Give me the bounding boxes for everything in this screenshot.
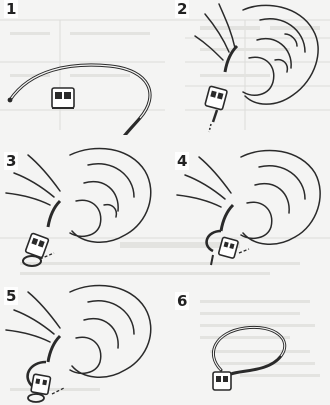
- step-number: 6: [175, 292, 189, 310]
- hand-icon: [177, 150, 320, 244]
- step-number: 3: [4, 152, 18, 170]
- step-5-panel: 5: [0, 270, 165, 405]
- step-2-illustration: [165, 0, 330, 135]
- step-6-illustration: [165, 270, 330, 405]
- cord-icon: [10, 65, 150, 135]
- step-4-illustration: [165, 135, 330, 270]
- step-1-panel: 1: [0, 0, 165, 135]
- plug-icon: [52, 88, 74, 108]
- step-3-panel: 3: [0, 135, 165, 270]
- step-4-panel: 4: [165, 135, 330, 270]
- plug-icon: [205, 86, 228, 110]
- step-number: 4: [175, 152, 189, 170]
- step-number: 5: [4, 287, 18, 305]
- plug-icon: [31, 374, 51, 395]
- plug-icon: [25, 233, 49, 258]
- step-2-panel: 2: [165, 0, 330, 135]
- plug-icon: [218, 237, 238, 259]
- step-3-illustration: [0, 135, 165, 270]
- hand-icon: [6, 148, 151, 242]
- step-6-panel: 6: [165, 270, 330, 405]
- step-5-illustration: [0, 270, 165, 405]
- cord-icon: [213, 327, 284, 374]
- step-number: 1: [4, 0, 18, 18]
- step-number: 2: [175, 0, 189, 18]
- hand-icon: [6, 285, 151, 377]
- plug-icon: [213, 372, 231, 390]
- step-1-illustration: [0, 0, 165, 135]
